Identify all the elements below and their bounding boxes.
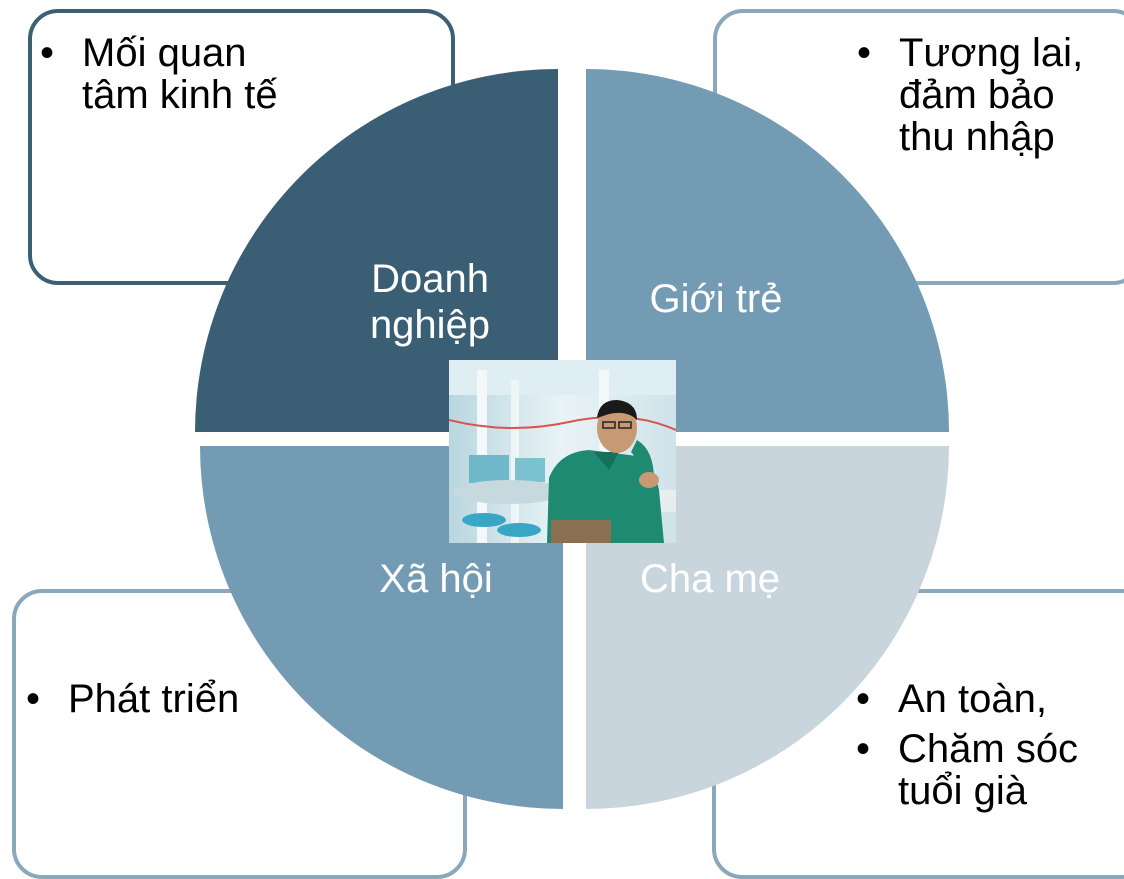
box-top-left-list: Mối quan tâm kinh tế [34,32,314,116]
quadrant-bottom-right [586,446,949,809]
list-item: An toàn, [850,678,1120,720]
photo-person-image [449,360,676,543]
box-bottom-right-list: An toàn, Chăm sóc tuổi già [850,678,1120,812]
quadrant-label-bottom-left: Xã hội [379,557,493,601]
center-photo [449,360,676,543]
quadrant-top-left [195,69,558,432]
box-bottom-left-list: Phát triển [20,678,320,720]
quadrant-label-bottom-right: Cha mẹ [639,557,781,601]
list-item: Tương lai, đảm bảo thu nhập [851,32,1111,158]
list-item: Mối quan tâm kinh tế [34,32,314,116]
box-top-right-list: Tương lai, đảm bảo thu nhập [851,32,1111,158]
list-item: Phát triển [20,678,320,720]
quadrant-label-top-right: Giới trẻ [649,277,783,321]
quadrant-top-right [586,69,949,432]
quadrant-label-top-left: Doanh nghiệp [369,257,491,347]
list-item: Chăm sóc tuổi già [850,728,1120,812]
